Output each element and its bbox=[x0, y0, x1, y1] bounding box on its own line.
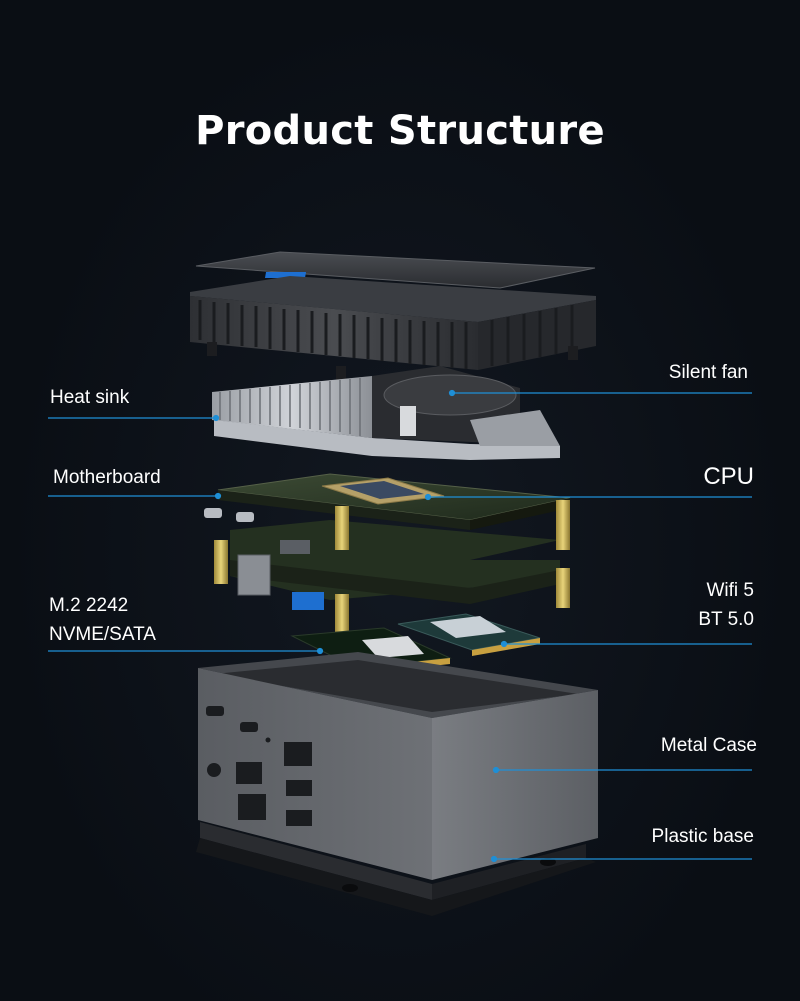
label-m2-line1: M.2 2242 bbox=[49, 595, 129, 616]
label-m2-line2: NVME/SATA bbox=[49, 624, 156, 645]
leader-lines bbox=[48, 389, 752, 863]
label-wifi-line2: BT 5.0 bbox=[698, 609, 754, 630]
vented-lid-housing bbox=[190, 276, 596, 382]
plastic-base bbox=[196, 822, 596, 916]
label-metal-case: Metal Case bbox=[660, 735, 757, 756]
label-silent-fan: Silent fan bbox=[668, 362, 748, 383]
label-heat-sink: Heat sink bbox=[50, 387, 130, 408]
motherboard-stack bbox=[204, 473, 571, 640]
top-lid-plate bbox=[195, 251, 596, 289]
metal-case bbox=[198, 652, 598, 880]
page-title: Product Structure bbox=[195, 108, 605, 154]
label-cpu: CPU bbox=[703, 463, 754, 490]
label-wifi-line1: Wifi 5 bbox=[706, 580, 755, 601]
heat-sink-assembly bbox=[212, 366, 560, 460]
label-plastic-base: Plastic base bbox=[651, 826, 754, 847]
label-motherboard: Motherboard bbox=[53, 467, 161, 488]
